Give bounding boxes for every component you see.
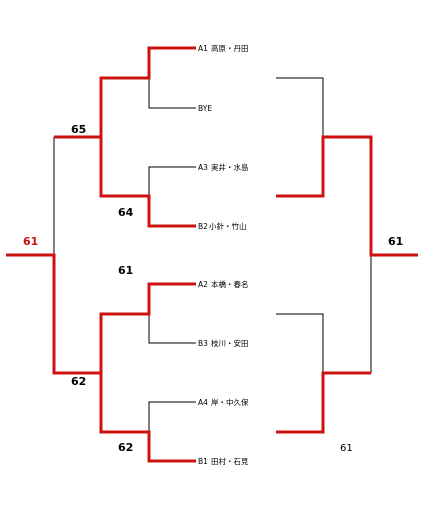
entry-name: 枝川・安田: [211, 338, 249, 348]
winner-line-b1: [99, 373, 196, 463]
entry-seed: B1: [198, 457, 208, 466]
score-r1-match3: 61: [118, 264, 133, 277]
bracket-line-r1m1-bye: [148, 78, 196, 109]
entry-name: 実井・水島: [211, 162, 249, 172]
winner-line-right-lower: [276, 371, 371, 434]
score-semi-top: 65: [71, 123, 86, 136]
winner-line-right-upper: [276, 135, 418, 257]
bracket-line-right-lower: [276, 313, 324, 373]
score-r1-match2: 64: [118, 206, 134, 219]
entry-seed: B2: [198, 222, 208, 231]
score-bottom-note: 61: [340, 443, 353, 454]
winner-line-a1: [99, 46, 196, 137]
winner-line-a2: [99, 282, 196, 373]
entry-name: 小針・竹山: [209, 221, 247, 231]
bracket-line-right-upper: [276, 77, 324, 137]
entry-name: 田村・石見: [211, 456, 249, 466]
winner-line-semi-bottom: [6, 253, 101, 375]
bracket-line-r1m3-b3: [148, 314, 196, 344]
entry-seed: A1: [198, 44, 208, 53]
score-final-left: 61: [23, 235, 38, 248]
winner-line-b2: [99, 137, 196, 228]
entry-seed: B3: [198, 339, 208, 348]
entry-name: 岸・中久保: [211, 397, 249, 407]
score-semi-bottom: 62: [71, 375, 86, 388]
bracket-line-r1m4-a4: [148, 401, 196, 432]
score-final-right: 61: [388, 235, 403, 248]
entry-name: 本橋・春名: [211, 279, 249, 289]
entry-seed: A4: [198, 398, 208, 407]
entry-seed: A2: [198, 280, 208, 289]
entry-name: 高原・丹田: [211, 43, 249, 53]
entry-seed: A3: [198, 163, 208, 172]
score-r1-match4: 62: [118, 441, 133, 454]
bracket-line-r1m2-a3: [148, 166, 196, 196]
entry-name: BYE: [198, 104, 212, 113]
